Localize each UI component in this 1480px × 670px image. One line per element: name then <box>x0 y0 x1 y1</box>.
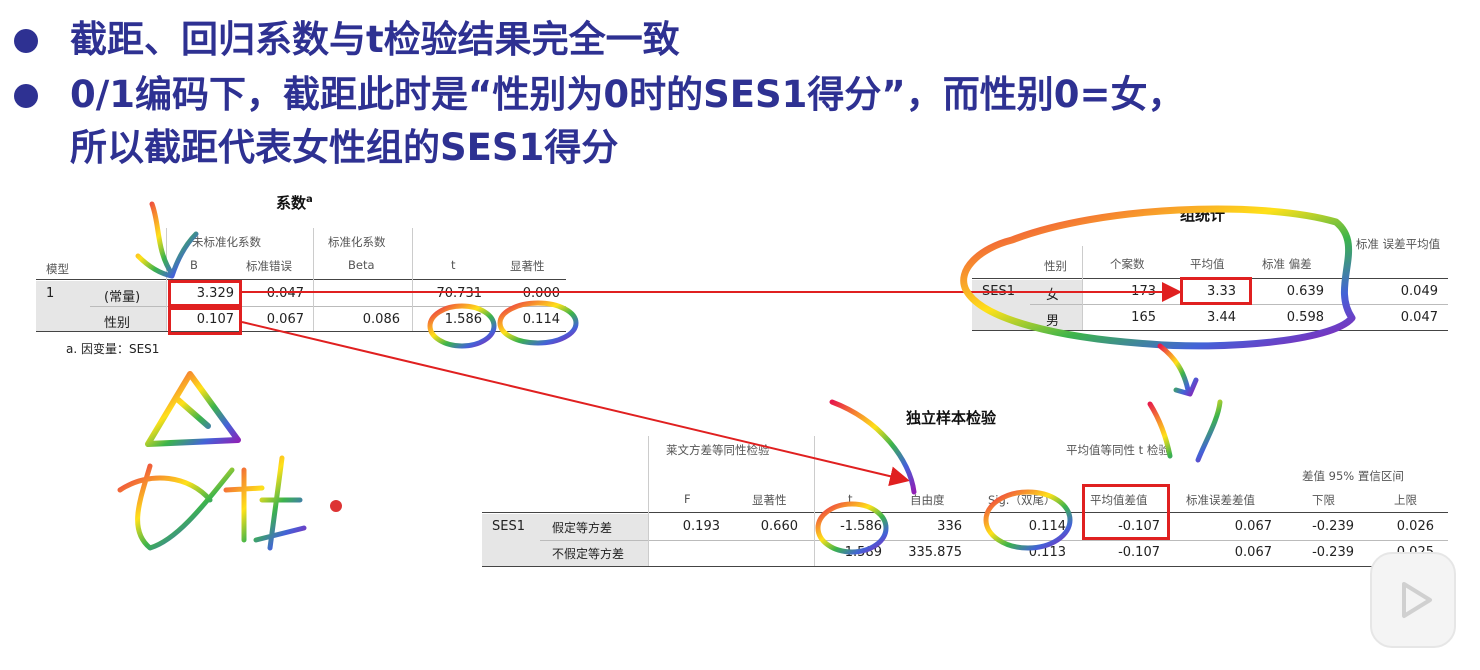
coef-h-model: 模型 <box>46 262 69 276</box>
hand-loop-group <box>960 205 1356 350</box>
ttest-h-md: 平均值差值 <box>1090 493 1148 507</box>
coef-h-std: 标准化系数 <box>328 235 386 249</box>
bullet-dot <box>14 84 38 108</box>
ttest-h-ttest: 平均值等同性 t 检验 <box>1066 443 1170 457</box>
group-h-n: 个案数 <box>1110 257 1145 271</box>
ttest-h-t: t <box>848 492 853 506</box>
ttest-h-low: 下限 <box>1312 493 1335 507</box>
group-h-sem: 标准 误差平均值 <box>1355 237 1441 251</box>
hand-dot <box>330 500 342 512</box>
highlight-mean-diff-box <box>1082 484 1170 540</box>
ttest-h-df: 自由度 <box>910 493 945 507</box>
bullet-text-3: 所以截距代表女性组的SES1得分 <box>70 126 619 169</box>
coef-h-b: B <box>190 258 198 272</box>
ttest-h-sig: 显著性 <box>752 493 787 507</box>
group-h-sd: 标准 偏差 <box>1262 257 1312 271</box>
ttest-h-ci: 差值 95% 置信区间 <box>1302 469 1404 483</box>
bullet-text-1: 截距、回归系数与t检验结果完全一致 <box>70 18 680 61</box>
ttest-title: 独立样本检验 <box>906 409 997 427</box>
circle-t-ttest <box>815 501 889 555</box>
coef-title: 系数a <box>276 194 313 212</box>
group-h-gender: 性别 <box>1044 259 1067 273</box>
hand-arrow-ttest <box>829 399 917 495</box>
hand-gender-char <box>223 455 307 551</box>
coef-h-t: t <box>451 258 456 272</box>
ttest-h-sed: 标准误差差值 <box>1186 493 1255 507</box>
highlight-intercept-box <box>168 280 242 307</box>
highlight-slope-box <box>168 307 242 335</box>
coef-footnote: a. 因变量：SES1 <box>66 342 160 356</box>
circle-sig2-ttest <box>983 489 1073 551</box>
circle-t-value <box>427 303 497 349</box>
arrow-slope-to-diff <box>241 321 910 487</box>
bullet-text-2: 0/1编码下，截距此时是“性别为0时的SES1得分”，而性别0=女， <box>70 73 1185 116</box>
hand-mark-right <box>1147 399 1223 463</box>
ttest-h-f: F <box>684 492 691 506</box>
coef-h-unstd: 未标准化系数 <box>192 235 261 249</box>
ttest-h-levene: 莱文方差等同性检验 <box>666 443 770 457</box>
bullet-dot <box>14 29 38 53</box>
hand-arrow-group <box>1157 343 1199 397</box>
ttest-h-up: 上限 <box>1394 493 1417 507</box>
coef-h-sig: 显著性 <box>510 259 545 273</box>
hand-triangle <box>145 371 241 447</box>
group-h-mean: 平均值 <box>1190 257 1225 271</box>
circle-sig-value <box>497 300 579 346</box>
play-icon <box>1402 582 1432 618</box>
video-play-button[interactable] <box>1370 552 1456 648</box>
hand-arrow-left <box>135 201 199 279</box>
hand-female-char <box>117 463 235 551</box>
coef-h-se: 标准错误 <box>246 259 292 273</box>
coef-h-beta: Beta <box>348 258 375 272</box>
